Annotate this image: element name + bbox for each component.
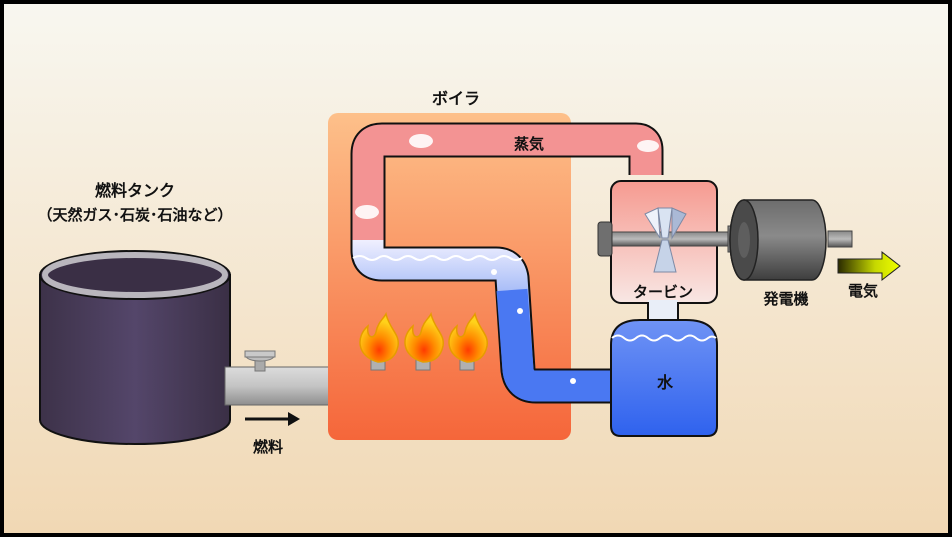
boiler-label: ボイラ bbox=[432, 89, 480, 108]
water-label: 水 bbox=[657, 373, 674, 392]
fuel-tank-title: 燃料タンク bbox=[95, 181, 175, 200]
water-tank bbox=[610, 319, 718, 437]
steam-label: 蒸気 bbox=[514, 135, 544, 153]
generator bbox=[729, 199, 853, 281]
fuel-tank bbox=[39, 250, 231, 445]
turbine-neck bbox=[648, 300, 678, 320]
turbine-blade-icon bbox=[644, 207, 687, 273]
fuel-flow-arrow-icon bbox=[245, 412, 300, 426]
fuel-tank-subtitle: （天然ガス･石炭･石油など） bbox=[37, 206, 232, 224]
turbine-label: タービン bbox=[633, 283, 693, 301]
electricity-label: 電気 bbox=[848, 282, 878, 300]
steam-puff-icon bbox=[355, 134, 659, 219]
generator-label: 発電機 bbox=[762, 290, 808, 308]
fuel-flow-label: 燃料 bbox=[253, 438, 283, 456]
fuel-valve-icon bbox=[244, 350, 276, 358]
flame-icon bbox=[359, 311, 488, 363]
electricity-arrow-icon bbox=[837, 250, 901, 282]
